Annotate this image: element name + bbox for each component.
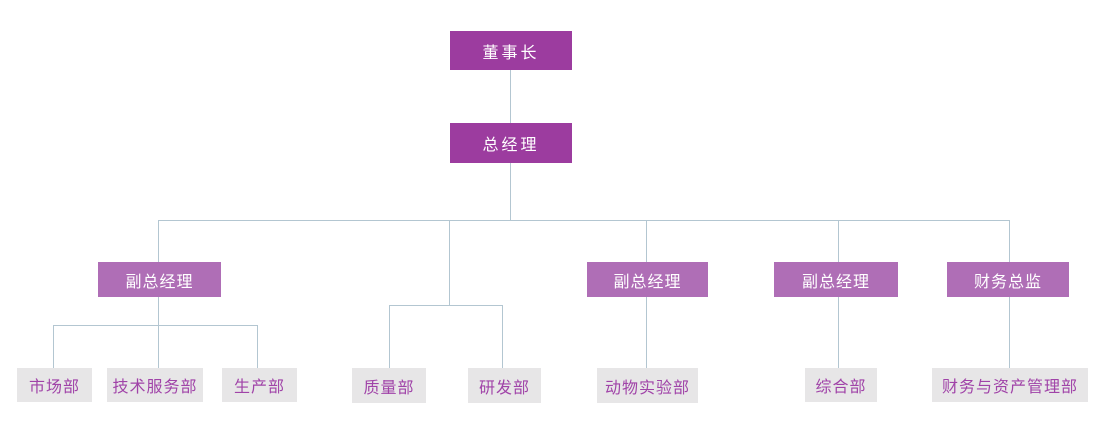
connector-finance-director-dept bbox=[1009, 297, 1010, 368]
org-node-general-affairs: 综合部 bbox=[805, 368, 877, 402]
org-node-animal-lab: 动物实验部 bbox=[597, 368, 698, 403]
org-node-quality: 质量部 bbox=[352, 368, 426, 403]
org-node-tech-service: 技术服务部 bbox=[107, 368, 203, 402]
drop-rnd bbox=[502, 305, 503, 368]
rail-quality-rnd bbox=[389, 305, 503, 306]
org-node-rnd: 研发部 bbox=[468, 368, 541, 403]
org-node-deputy-gm-2: 副总经理 bbox=[587, 262, 708, 297]
connector-deputy2-animal-lab bbox=[646, 297, 647, 368]
rail-deputy1-departments bbox=[53, 325, 258, 326]
connector-gm-rail bbox=[510, 163, 511, 220]
connector-deputy1-tech-service bbox=[158, 297, 159, 368]
org-node-finance-asset-mgmt: 财务与资产管理部 bbox=[932, 368, 1088, 402]
org-node-chairman: 董事长 bbox=[450, 31, 572, 70]
drop-finance-director bbox=[1009, 220, 1010, 262]
org-node-deputy-gm-1: 副总经理 bbox=[98, 262, 221, 297]
org-node-general-manager: 总经理 bbox=[450, 123, 572, 163]
drop-marketing bbox=[53, 325, 54, 368]
drop-deputy2 bbox=[646, 220, 647, 262]
org-node-production: 生产部 bbox=[222, 368, 297, 402]
drop-quality-rnd-branch bbox=[449, 220, 450, 305]
drop-deputy1 bbox=[158, 220, 159, 262]
drop-quality bbox=[389, 305, 390, 368]
connector-chairman-gm bbox=[510, 70, 511, 123]
drop-deputy3 bbox=[838, 220, 839, 262]
org-node-marketing: 市场部 bbox=[17, 368, 92, 402]
drop-production bbox=[257, 325, 258, 368]
rail-level3 bbox=[158, 220, 1010, 221]
org-node-deputy-gm-3: 副总经理 bbox=[774, 262, 898, 297]
connector-deputy3-general-affairs bbox=[838, 297, 839, 368]
org-node-finance-director: 财务总监 bbox=[947, 262, 1069, 297]
